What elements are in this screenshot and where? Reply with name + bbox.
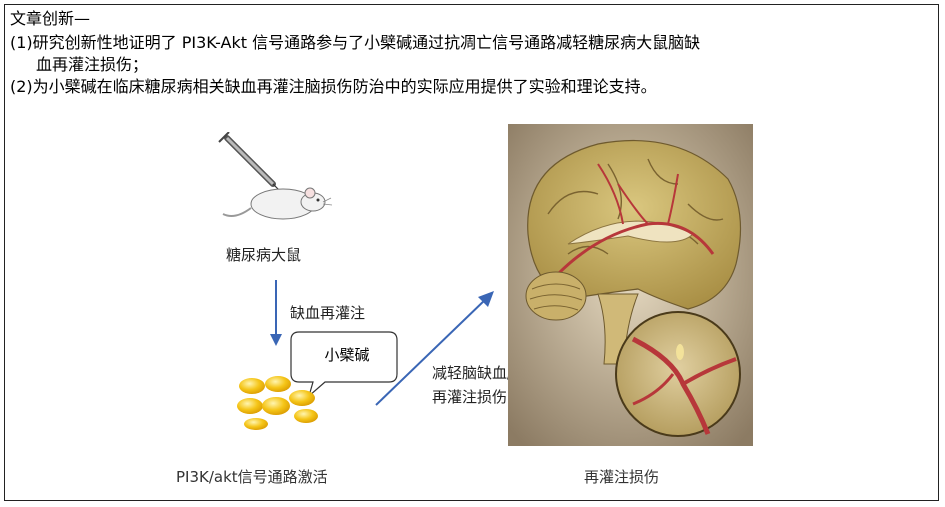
syringe-icon: [218, 132, 288, 199]
pathway-label: PI3K/akt信号通路激活: [176, 468, 328, 486]
diagonal-arrow-icon: [375, 291, 494, 406]
effect-label-line1: 减轻脑缺血/: [432, 364, 513, 382]
berberine-pills-illustration: [237, 376, 318, 430]
innovation-header: 文章创新— (1)研究创新性地证明了 PI3K-Akt 信号通路参与了小檗碱通过…: [10, 8, 930, 98]
rat-syringe-illustration: [218, 132, 333, 220]
innovation-point-1: (1)研究创新性地证明了 PI3K-Akt 信号通路参与了小檗碱通过抗凋亡信号通…: [10, 33, 701, 52]
drug-label: 小檗碱: [324, 346, 370, 364]
effect-label-line2: 再灌注损伤: [432, 388, 508, 406]
innovation-point-2: (2)为小檗碱在临床糖尿病相关缺血再灌注脑损伤防治中的实际应用提供了实验和理论支…: [10, 77, 657, 96]
brain-illustration: [508, 124, 753, 446]
innovation-point-1-cont: 血再灌注损伤；: [36, 55, 149, 74]
drug-speech-bubble: 小檗碱: [289, 330, 399, 398]
rat-label: 糖尿病大鼠: [226, 246, 302, 264]
brain-label: 再灌注损伤: [584, 468, 660, 486]
figure-frame: [4, 4, 939, 501]
down-arrow-icon: [270, 280, 282, 346]
ischemia-label: 缺血再灌注: [290, 304, 366, 322]
rat-icon: [222, 187, 333, 220]
header-title: 文章创新—: [10, 9, 91, 28]
